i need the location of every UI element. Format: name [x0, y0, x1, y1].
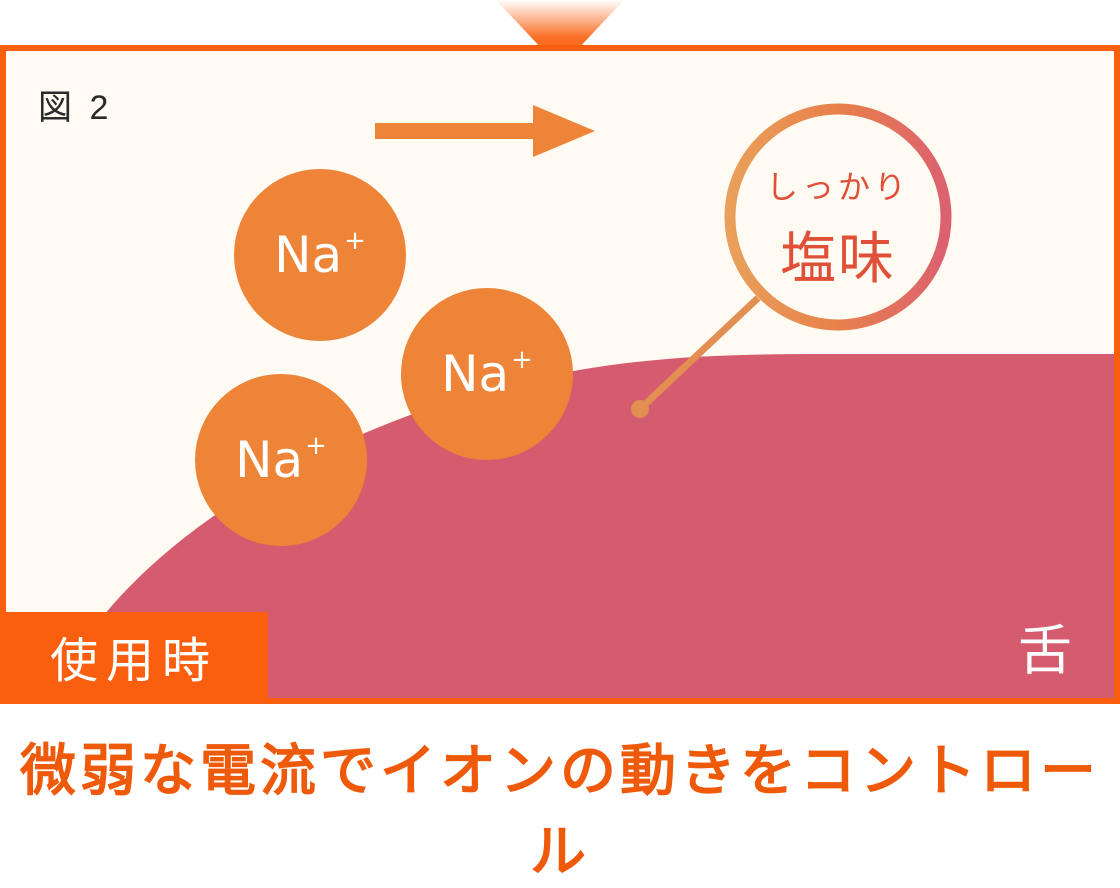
figure-label: 図 2	[38, 89, 113, 127]
right-arrow-icon	[375, 105, 595, 157]
ion-symbol: Na	[235, 431, 304, 489]
magnifier-text-saltiness: 塩味	[780, 227, 896, 292]
sodium-ion: Na+	[401, 288, 573, 460]
magnifier-pointer	[631, 295, 761, 418]
ion-symbol: Na	[274, 226, 343, 284]
caption: 微弱な電流でイオンの動きをコントロール	[20, 739, 1100, 885]
down-arrow-icon	[496, 0, 624, 68]
magnifier-text-strong: しっかり	[765, 168, 910, 206]
ion-charge: +	[344, 226, 366, 256]
mode-tag-label: 使用時	[49, 633, 218, 689]
sodium-ion: Na+	[234, 169, 406, 341]
ion-charge: +	[511, 345, 533, 375]
ion-symbol: Na	[441, 345, 510, 403]
magnifier-circle	[724, 103, 952, 331]
mode-tag: 使用時	[6, 612, 268, 698]
sodium-ion: Na+	[195, 374, 367, 546]
diagram-panel: 図 2 Na+ Na+ Na+ しっかり 塩味 舌 使用時	[0, 45, 1120, 704]
ion-charge: +	[305, 431, 327, 461]
tongue-label: 舌	[1018, 619, 1072, 682]
